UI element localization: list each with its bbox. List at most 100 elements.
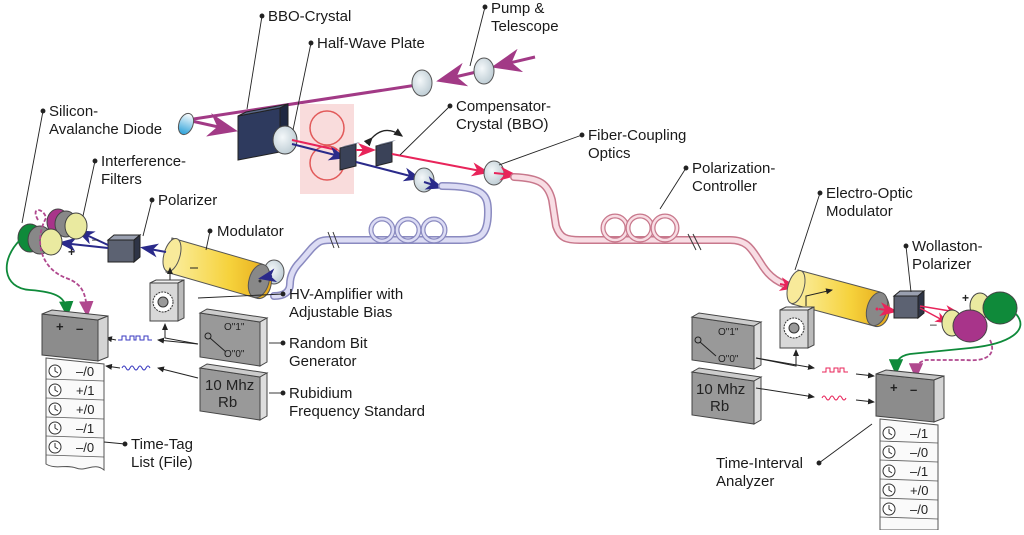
label-wollaston-polarizer-2: Polarizer: [912, 256, 972, 273]
label-compensator-crystal-1: Compensator-: [456, 98, 552, 115]
bob-hv-to-eom-arrow: [805, 288, 833, 306]
alice-rbg-zero: O"0": [224, 349, 245, 360]
alice-bit-waveform: [118, 335, 152, 341]
label-pump-telescope-2: Telescope: [491, 18, 559, 35]
time-tag-value: +/1: [76, 383, 94, 398]
time-tag-row: +/0: [879, 483, 939, 501]
time-tag-value: +/0: [910, 483, 928, 498]
alice-hv-amplifier: [149, 279, 185, 322]
bob-clock-arrow: [855, 398, 875, 405]
label-fiber-coupling-optics-1: Fiber-Coupling: [588, 127, 687, 144]
alice-fiber: [270, 182, 493, 300]
label-polarization-controller-1: Polarization-: [692, 160, 776, 177]
time-tag-value: –/0: [76, 364, 94, 379]
alice-rb-line1: 10 Mhz: [205, 377, 254, 394]
signal-beam-3: [391, 153, 490, 177]
bob-clock-waveform: [821, 395, 847, 401]
bob-tta-minus: –: [910, 382, 917, 397]
label-polarization-controller-2: Controller: [692, 178, 758, 195]
alice-polarizer-cube: [106, 233, 142, 264]
alice-random-bit-generator: [198, 308, 269, 367]
label-bbo-crystal: BBO-Crystal: [268, 8, 352, 25]
bob-rb-line1: 10 Mhz: [696, 381, 745, 398]
rotation-arrow-icon: [363, 128, 404, 147]
label-fiber-coupling-optics-2: Optics: [588, 145, 631, 162]
label-half-wave-plate: Half-Wave Plate: [317, 35, 425, 52]
bob-rbg-zero: O"0": [718, 354, 739, 365]
time-tag-row: –/0: [45, 364, 105, 382]
bob-tta-plus: +: [890, 380, 898, 395]
alice-time-tag-list: –/0 +/1 +/0–/1 –/0: [45, 357, 105, 472]
alice-modulator-output-beam: [140, 243, 167, 258]
time-tag-row: +/0: [45, 402, 105, 420]
label-wollaston-polarizer-1: Wollaston-: [912, 238, 983, 255]
time-tag-value: –/0: [910, 445, 928, 460]
label-modulator: Modulator: [217, 223, 284, 240]
bob-hv-amplifier: [779, 306, 815, 349]
bob-time-tag-list: –/1–/0–/1+/0–/0: [879, 418, 939, 531]
time-tag-row: –/1: [879, 426, 939, 444]
label-time-tag-list-2: List (File): [131, 454, 193, 471]
bob-electro-optic-modulator: [786, 269, 890, 328]
alice-coupling-lens: [413, 167, 435, 193]
bob-minus-sign: –: [930, 317, 937, 331]
bob-rubidium-standard: [690, 367, 763, 425]
idler-beam-2: [355, 161, 422, 182]
alice-clock-arrow: [105, 363, 121, 370]
label-interference-filters-2: Filters: [101, 171, 142, 188]
time-tag-row: –/0: [45, 440, 105, 458]
bob-plus-sign: +: [962, 291, 969, 305]
alice-tta-plus: +: [56, 319, 64, 334]
label-rubidium-standard-2: Frequency Standard: [289, 403, 425, 420]
bob-fiber: [510, 173, 794, 290]
label-electro-optic-modulator-1: Electro-Optic: [826, 185, 913, 202]
label-random-bit-generator-2: Generator: [289, 353, 357, 370]
emission-cone-upper: [309, 110, 345, 146]
bob-coupling-arrow: [493, 166, 518, 181]
time-tag-value: –/1: [910, 426, 928, 441]
pump-mirror: [177, 112, 195, 136]
alice-detector-plus: [17, 223, 63, 256]
alice-minus-sign: –: [92, 232, 99, 246]
compensator-crystal-1: [339, 142, 360, 171]
label-hv-amplifier-1: HV-Amplifier with: [289, 286, 404, 303]
alice-rbg-to-tta-line: [157, 337, 199, 345]
bob-bit-waveform: [822, 367, 848, 373]
label-time-interval-analyzer-2: Analyzer: [716, 473, 775, 490]
label-silicon-avalanche-diode-1: Silicon-: [49, 103, 99, 120]
compensator-crystal-2: [375, 140, 396, 167]
time-tag-value: –/0: [76, 440, 94, 455]
time-tag-row: –/1: [879, 464, 939, 482]
bob-minus-signal-cable: [908, 339, 994, 380]
pump-lens-1: [473, 57, 495, 85]
alice-tta-minus: –: [76, 321, 83, 336]
wollaston-polarizer-cube: [892, 289, 926, 320]
label-interference-filters-1: Interference-: [101, 153, 187, 170]
label-compensator-crystal-2: Crystal (BBO): [456, 116, 549, 133]
alice-coupling-arrow: [423, 176, 444, 190]
time-tag-value: –/0: [910, 502, 928, 517]
time-tag-row: –/0: [879, 445, 939, 463]
time-tag-row: +/1: [45, 383, 105, 401]
bob-pol-beam-minus: [919, 307, 949, 324]
alice-pol-beam-plus: [58, 237, 109, 252]
bob-detector-minus: [941, 309, 988, 343]
alice-modulator-input-beam: [258, 268, 278, 283]
alice-plus-sign: +: [68, 245, 75, 259]
alice-rbg-one: O"1": [224, 322, 245, 333]
bob-bit-arrow: [855, 372, 875, 379]
time-tag-row: –/1: [45, 421, 105, 439]
bob-rb-line2: Rb: [710, 398, 729, 415]
alice-rubidium-standard: [198, 363, 269, 421]
label-polarizer: Polarizer: [158, 192, 218, 209]
alice-rb-to-tta-line: [157, 366, 199, 379]
time-tag-value: –/1: [76, 421, 94, 436]
time-tag-row: –/0: [879, 502, 939, 520]
bbo-crystal: [237, 103, 289, 161]
leader-lines: [21, 4, 912, 466]
bob-time-interval-analyzer: [875, 369, 945, 423]
bob-rb-to-tta-line: [755, 387, 815, 400]
alice-rbg-to-hv-line: [162, 323, 199, 345]
